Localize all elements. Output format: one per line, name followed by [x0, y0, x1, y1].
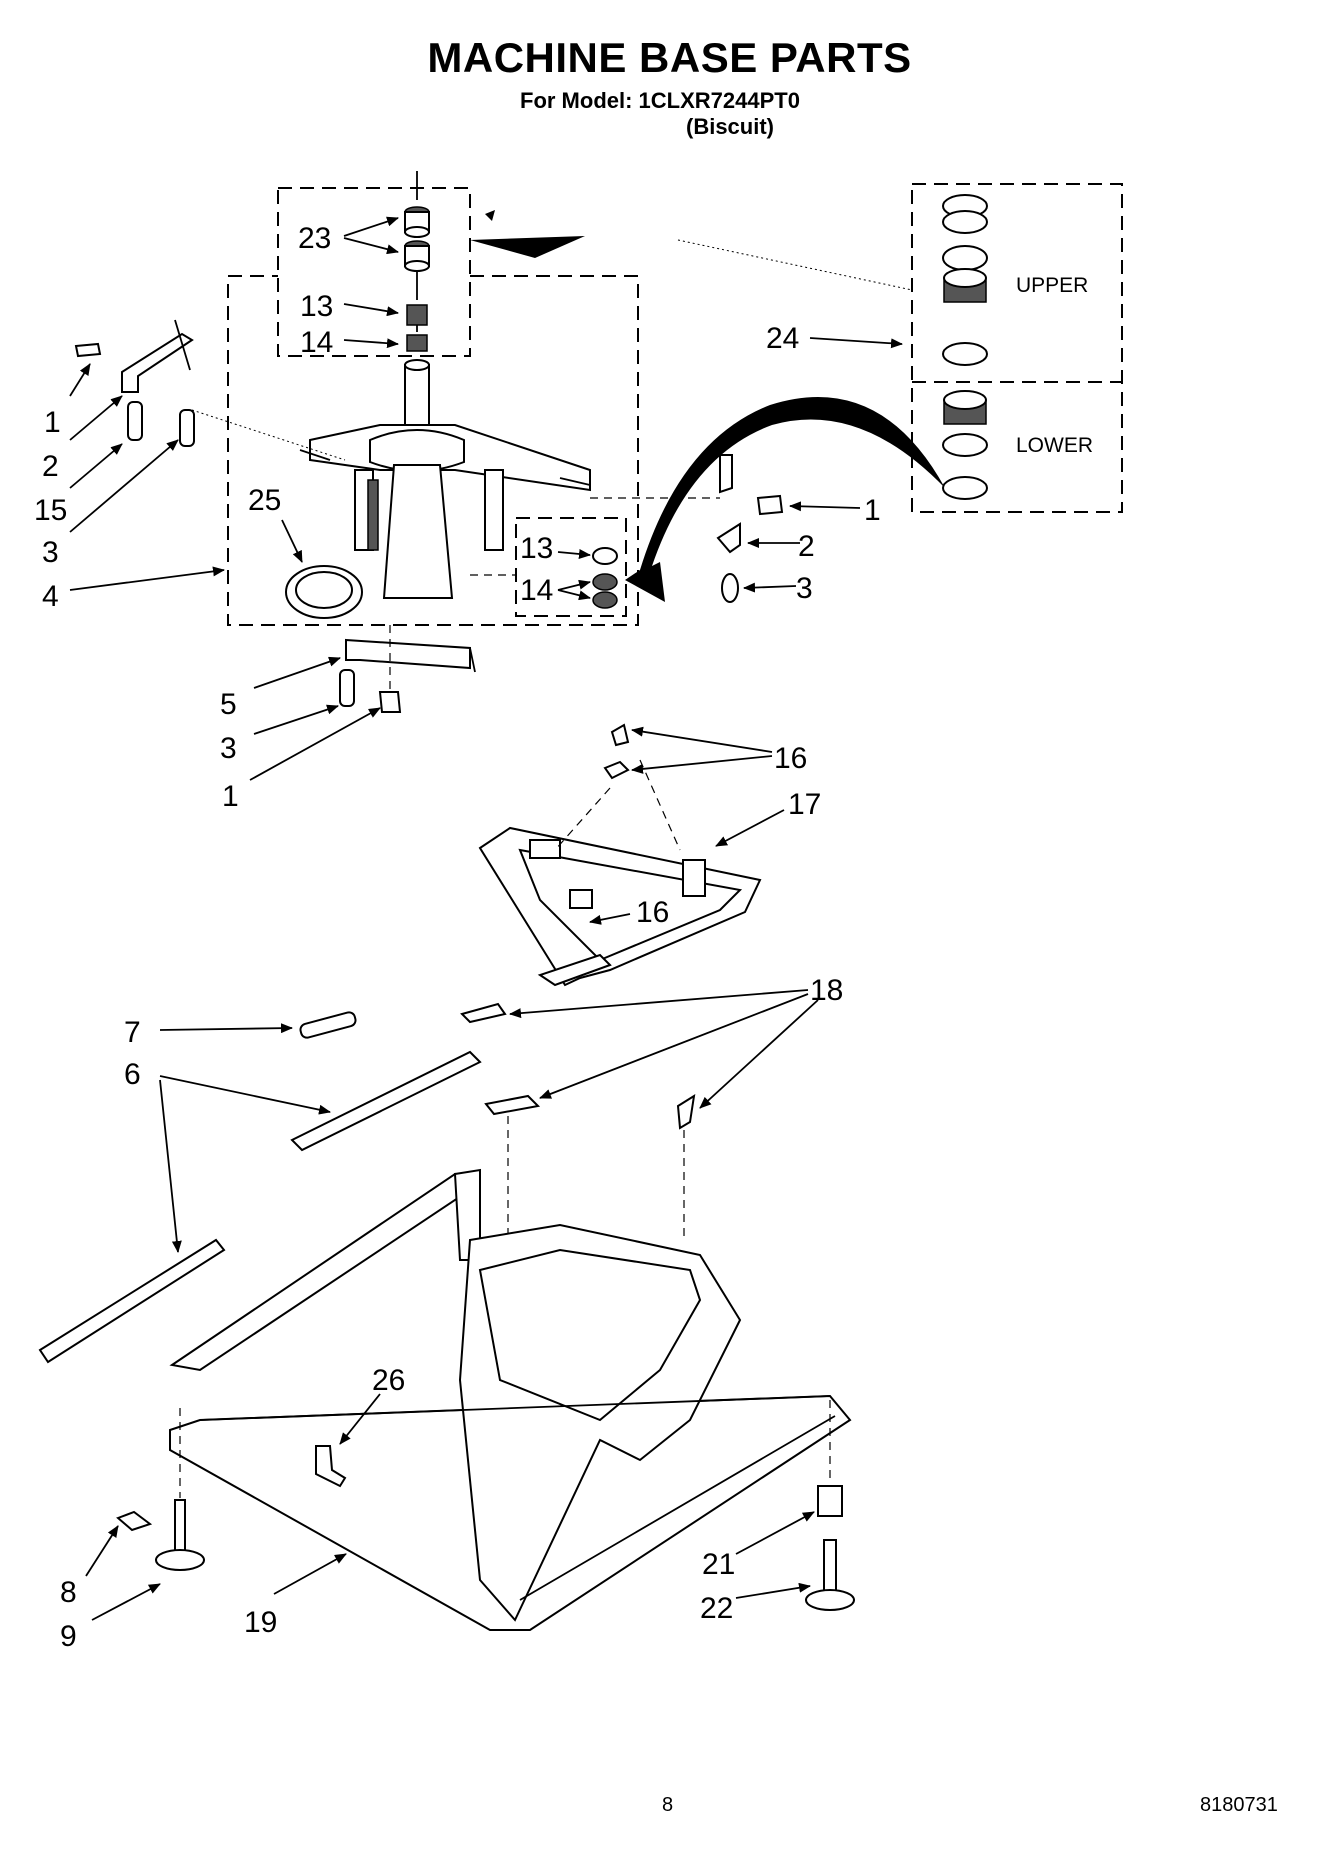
callout-labels: 1 2 15 3 4 23 13 14 25 24 1 2 3 13 14 5 …: [34, 222, 881, 1653]
callout-number: 17: [788, 788, 821, 821]
curved-direction-arrow: [625, 396, 945, 602]
spring-part: [299, 1011, 357, 1039]
small-marker: [485, 210, 495, 221]
callout-number: 5: [220, 688, 237, 721]
callout-number: 25: [248, 484, 281, 517]
callout-number: 21: [702, 1548, 735, 1581]
upper-rail: [290, 1050, 482, 1152]
callout-number: 6: [124, 1058, 141, 1091]
callout-number: 16: [636, 896, 669, 929]
leveling-foot-left: [116, 1408, 205, 1571]
right-bracket-assembly: [590, 454, 784, 603]
document-code: 8180731: [1200, 1794, 1278, 1816]
callout-number: 7: [124, 1016, 141, 1049]
callout-number: 19: [244, 1606, 277, 1639]
callout-number: 9: [60, 1620, 77, 1653]
callout-number: 2: [798, 530, 815, 563]
lower-rail: [38, 1238, 226, 1364]
tub-support-frame: [478, 723, 762, 987]
callout-number: 26: [372, 1364, 405, 1397]
suspension-group-box: [227, 187, 639, 626]
bearing-kit-box: [677, 183, 1123, 513]
callout-number: 4: [42, 580, 59, 613]
left-bracket-assembly: [74, 319, 346, 461]
callout-number: 1: [864, 494, 881, 527]
callout-number: 16: [774, 742, 807, 775]
upper-bearing-label: UPPER: [1016, 274, 1088, 297]
callout-number: 3: [220, 732, 237, 765]
lower-bracket: [339, 625, 476, 713]
base-suspension-hub: [299, 359, 591, 599]
machine-base-frame: [169, 1168, 852, 1631]
callout-number: 1: [44, 406, 61, 439]
hub-gasket: [285, 565, 363, 619]
clip-parts: [460, 1002, 696, 1240]
lower-bearing-set: [942, 390, 988, 500]
callout-number: 15: [34, 494, 67, 527]
callout-number: 13: [520, 532, 553, 565]
page-title: MACHINE BASE PARTS: [427, 34, 912, 81]
model-color: (Biscuit): [686, 114, 774, 139]
upper-bearing-set: [942, 194, 988, 366]
callout-number: 23: [298, 222, 331, 255]
bumper-stack-right: [592, 547, 618, 609]
direction-arrow: [470, 236, 585, 258]
lower-bearing-label: LOWER: [1016, 434, 1093, 457]
callout-number: 8: [60, 1576, 77, 1609]
callout-number: 1: [222, 780, 239, 813]
page-number: 8: [662, 1794, 674, 1816]
callout-number: 14: [300, 326, 333, 359]
leveling-foot-right: [805, 1400, 855, 1611]
callout-number: 14: [520, 574, 553, 607]
callout-number: 13: [300, 290, 333, 323]
callout-number: 24: [766, 322, 799, 355]
leader-lines: [69, 216, 903, 1621]
callout-number: 3: [42, 536, 59, 569]
callout-number: 18: [810, 974, 843, 1007]
callout-number: 22: [700, 1592, 733, 1625]
bumper-stack-top: [404, 171, 430, 352]
model-number: For Model: 1CLXR7244PT0: [520, 88, 800, 113]
callout-number: 3: [796, 572, 813, 605]
callout-number: 2: [42, 450, 59, 483]
